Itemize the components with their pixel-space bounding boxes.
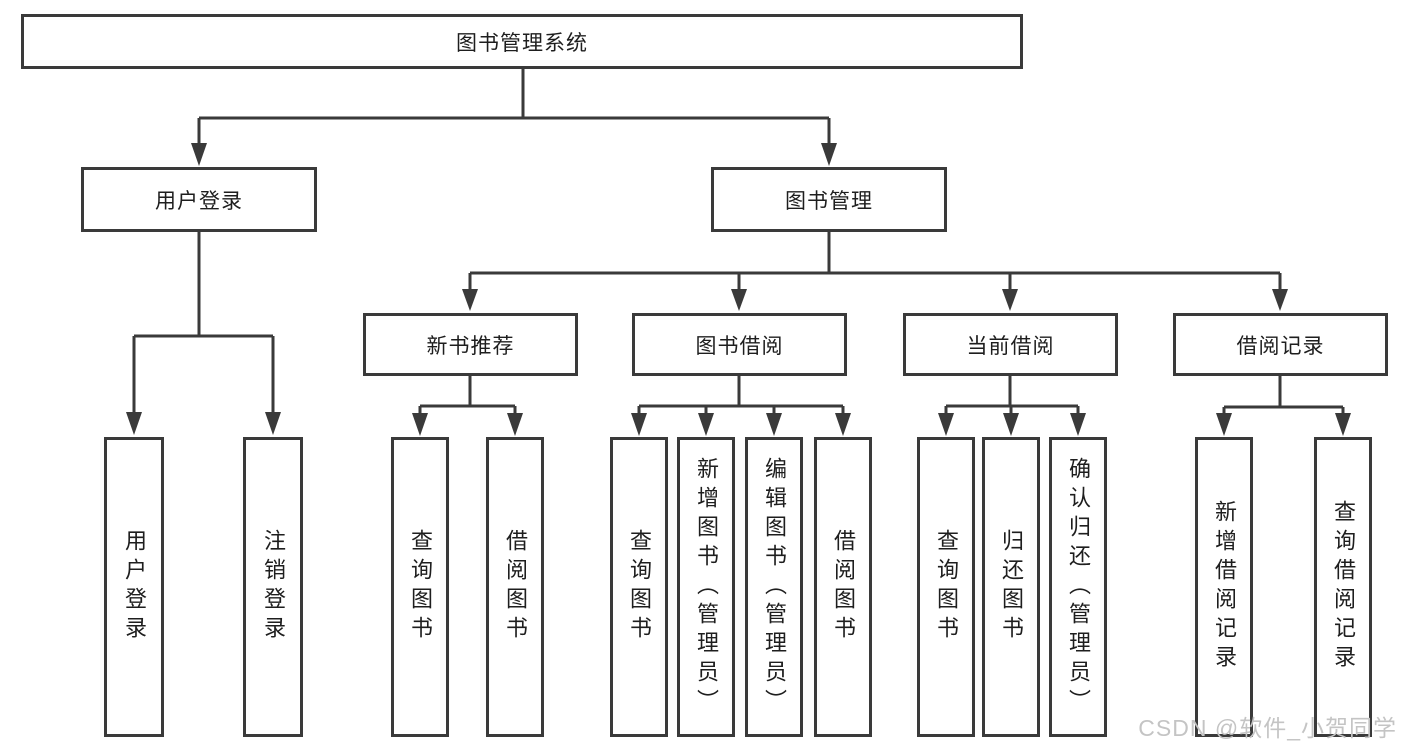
node-user-login: 用户登录 bbox=[81, 167, 317, 232]
arrowhead-icon bbox=[1335, 413, 1351, 436]
node-library-management-system: 图书管理系统 bbox=[21, 14, 1023, 69]
connector-book-borrowing-children bbox=[631, 375, 851, 436]
node-borrowing-records: 借阅记录 bbox=[1173, 313, 1388, 376]
arrowhead-icon bbox=[1272, 289, 1288, 311]
node-leaf-user-login: 用户登录 bbox=[104, 437, 164, 737]
node-borrowing-borrow-books: 借阅图书 bbox=[814, 437, 872, 737]
node-leaf-logout: 注销登录 bbox=[243, 437, 303, 737]
arrowhead-icon bbox=[766, 413, 782, 436]
node-new-book-recommendation: 新书推荐 bbox=[363, 313, 578, 376]
node-current-borrowing: 当前借阅 bbox=[903, 313, 1118, 376]
node-recommend-query-books: 查询图书 bbox=[391, 437, 449, 737]
connector-current-borrowing-children bbox=[938, 375, 1086, 436]
arrowhead-icon bbox=[1002, 289, 1018, 311]
connector-root-to-level2 bbox=[191, 69, 837, 166]
node-current-query-books: 查询图书 bbox=[917, 437, 975, 737]
node-current-return-books: 归还图书 bbox=[982, 437, 1040, 737]
arrowhead-icon bbox=[835, 413, 851, 436]
arrowhead-icon bbox=[731, 289, 747, 311]
node-records-add-borrow-record: 新增借阅记录 bbox=[1195, 437, 1253, 737]
node-book-borrowing: 图书借阅 bbox=[632, 313, 847, 376]
arrowhead-icon bbox=[631, 413, 647, 436]
arrowhead-icon bbox=[191, 143, 207, 166]
connector-borrowing-records-children bbox=[1216, 375, 1351, 436]
connector-new-book-recommendation-children bbox=[412, 375, 523, 436]
arrowhead-icon bbox=[507, 413, 523, 436]
arrowhead-icon bbox=[1070, 413, 1086, 436]
node-records-query-borrow-record: 查询借阅记录 bbox=[1314, 437, 1372, 737]
connector-user-login-children bbox=[126, 232, 281, 435]
arrowhead-icon bbox=[126, 412, 142, 435]
arrowhead-icon bbox=[698, 413, 714, 436]
node-current-confirm-return-admin: 确认归还（管理员） bbox=[1049, 437, 1107, 737]
connector-book-management-children bbox=[462, 232, 1288, 311]
node-book-management: 图书管理 bbox=[711, 167, 947, 232]
node-borrowing-add-books-admin: 新增图书（管理员） bbox=[677, 437, 735, 737]
node-borrowing-query-books: 查询图书 bbox=[610, 437, 668, 737]
arrowhead-icon bbox=[1216, 413, 1232, 436]
arrowhead-icon bbox=[412, 413, 428, 436]
arrowhead-icon bbox=[1003, 413, 1019, 436]
node-recommend-borrow-books: 借阅图书 bbox=[486, 437, 544, 737]
arrowhead-icon bbox=[462, 289, 478, 311]
arrowhead-icon bbox=[265, 412, 281, 435]
arrowhead-icon bbox=[821, 143, 837, 166]
node-borrowing-edit-books-admin: 编辑图书（管理员） bbox=[745, 437, 803, 737]
arrowhead-icon bbox=[938, 413, 954, 436]
